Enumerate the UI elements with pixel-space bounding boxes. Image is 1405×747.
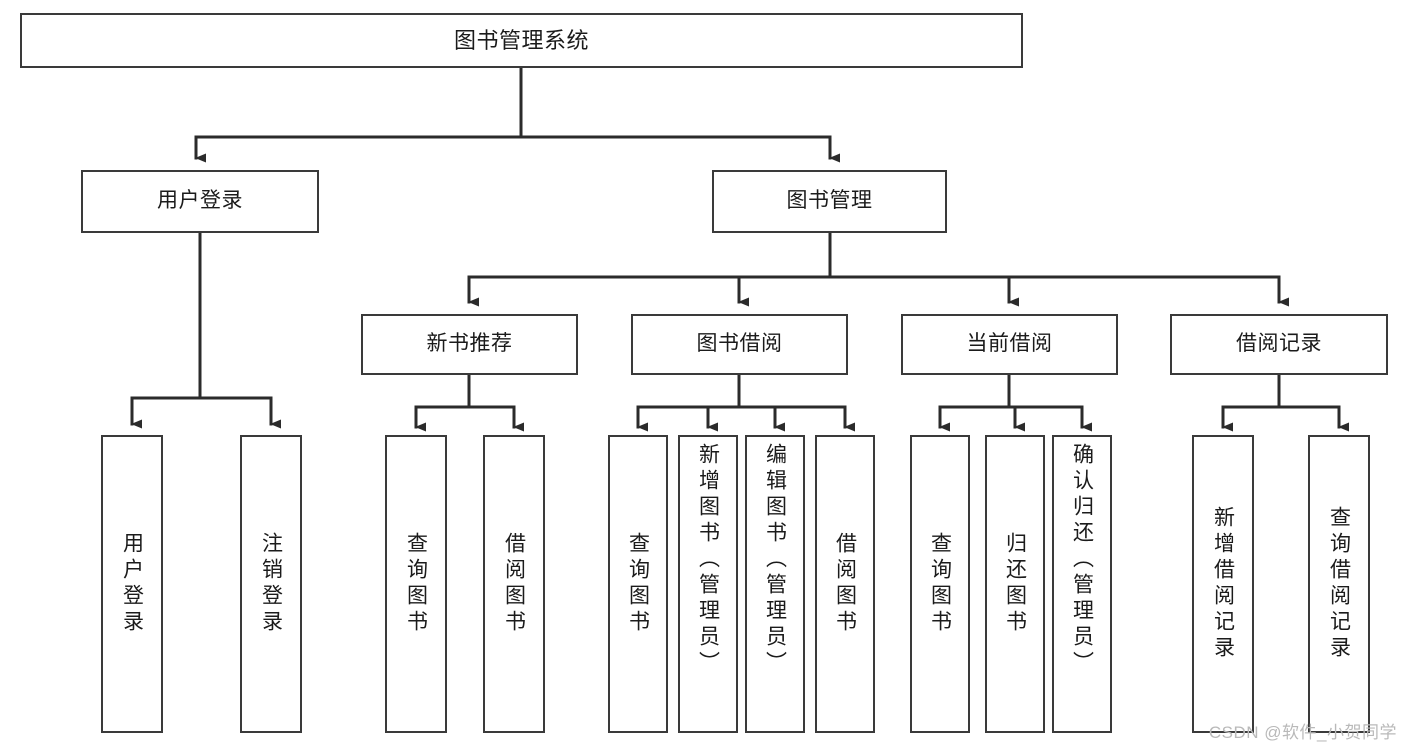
node-leaf-query-book-borrow[interactable]: 查询图书	[608, 435, 668, 733]
node-leaf-user-logout-label: 注销登录	[259, 532, 283, 636]
node-leaf-add-borrow-record-label: 新增借阅记录	[1211, 506, 1235, 662]
watermark-text: CSDN @软件_小贺同学	[1208, 723, 1397, 742]
node-leaf-user-login[interactable]: 用户登录	[101, 435, 163, 733]
node-leaf-user-login-label: 用户登录	[120, 532, 144, 636]
node-user-login-label: 用户登录	[157, 189, 243, 213]
node-leaf-query-book-borrow-label: 查询图书	[626, 532, 650, 636]
node-book-manage[interactable]: 图书管理	[712, 170, 947, 233]
node-leaf-borrow-book-recommend[interactable]: 借阅图书	[483, 435, 545, 733]
node-leaf-confirm-return[interactable]: 确认归还（管理员）	[1052, 435, 1112, 733]
node-leaf-query-book-recommend-label: 查询图书	[404, 532, 428, 636]
node-root[interactable]: 图书管理系统	[20, 13, 1023, 68]
node-current-borrow[interactable]: 当前借阅	[901, 314, 1118, 375]
node-leaf-confirm-return-label: 确认归还（管理员）	[1070, 443, 1094, 677]
node-borrow-record-label: 借阅记录	[1236, 332, 1322, 356]
node-leaf-user-logout[interactable]: 注销登录	[240, 435, 302, 733]
node-leaf-edit-book[interactable]: 编辑图书（管理员）	[745, 435, 805, 733]
node-book-borrow-label: 图书借阅	[696, 332, 783, 356]
node-leaf-edit-book-label: 编辑图书（管理员）	[763, 443, 787, 677]
node-leaf-query-book-current[interactable]: 查询图书	[910, 435, 970, 733]
node-leaf-add-book[interactable]: 新增图书（管理员）	[678, 435, 738, 733]
node-book-borrow[interactable]: 图书借阅	[631, 314, 848, 375]
node-leaf-query-borrow-record-label: 查询借阅记录	[1327, 506, 1351, 662]
node-leaf-borrow-book-label: 借阅图书	[833, 532, 857, 636]
node-user-login[interactable]: 用户登录	[81, 170, 319, 233]
node-leaf-borrow-book-recommend-label: 借阅图书	[502, 532, 526, 636]
node-root-label: 图书管理系统	[453, 27, 589, 53]
node-leaf-query-book-recommend[interactable]: 查询图书	[385, 435, 447, 733]
node-borrow-record[interactable]: 借阅记录	[1170, 314, 1388, 375]
node-current-borrow-label: 当前借阅	[966, 332, 1053, 356]
node-leaf-return-book-label: 归还图书	[1003, 532, 1027, 636]
node-leaf-add-borrow-record[interactable]: 新增借阅记录	[1192, 435, 1254, 733]
node-leaf-return-book[interactable]: 归还图书	[985, 435, 1045, 733]
node-new-book-recommend-label: 新书推荐	[426, 332, 513, 356]
node-leaf-query-borrow-record[interactable]: 查询借阅记录	[1308, 435, 1370, 733]
node-new-book-recommend[interactable]: 新书推荐	[361, 314, 578, 375]
node-book-manage-label: 图书管理	[786, 189, 873, 213]
node-leaf-query-book-current-label: 查询图书	[928, 532, 952, 636]
node-leaf-add-book-label: 新增图书（管理员）	[696, 443, 720, 677]
node-leaf-borrow-book[interactable]: 借阅图书	[815, 435, 875, 733]
